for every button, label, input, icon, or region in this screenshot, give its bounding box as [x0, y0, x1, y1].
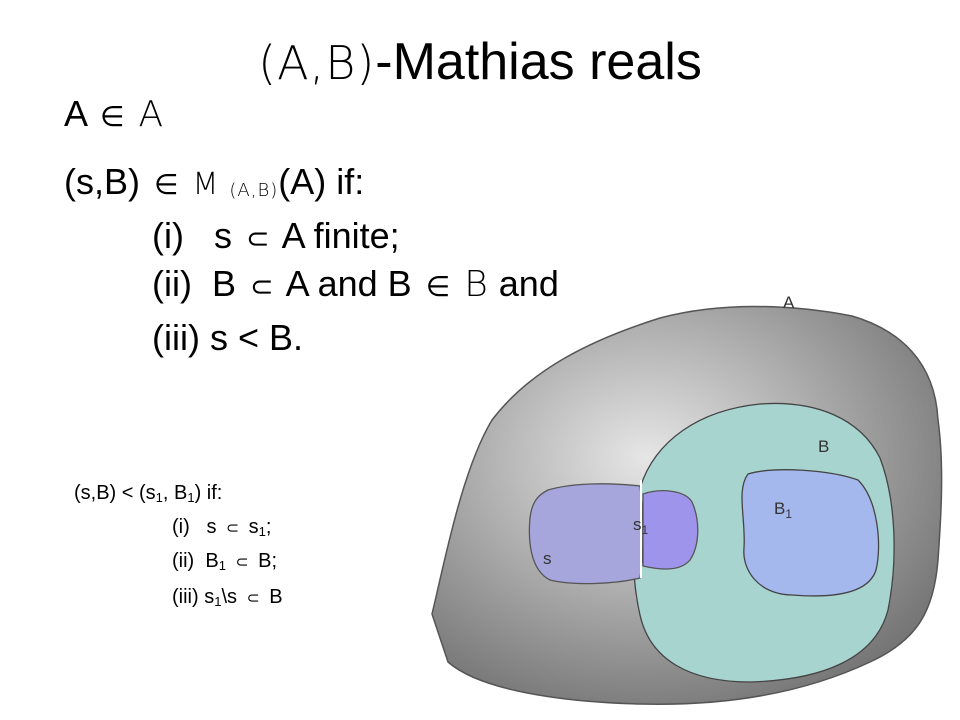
condition-mid: A and B [285, 263, 412, 304]
region-b1 [741, 469, 880, 597]
subscript: 1 [187, 490, 195, 505]
order-heading: (s,B) < (s1, B1) if: [74, 480, 222, 506]
region-s1 [642, 490, 699, 570]
order-condition-ii: (ii) B1 ⊂ B; [172, 548, 277, 575]
label-a: A [783, 293, 795, 312]
condition-number: (iii) [152, 317, 200, 358]
order-term: s [248, 516, 259, 538]
label-b: B [818, 437, 829, 456]
order-term: B [205, 550, 219, 572]
condition-number: (ii) [172, 550, 195, 572]
script-b: B [464, 264, 489, 305]
set-a: A [64, 93, 87, 134]
subset-symbol: ⊂ [250, 270, 274, 303]
order-head-part: ) if: [194, 482, 223, 504]
definition-line: (s,B) ∈ M (A,B)(A) if: [64, 160, 364, 213]
page-title: (A,B)-Mathias reals [0, 30, 960, 95]
subscript: 1 [258, 524, 266, 539]
order-term: ; [265, 516, 272, 538]
order-condition-i: (i) s ⊂ s1; [172, 514, 271, 541]
condition-left: B [212, 263, 237, 304]
condition-left: s [214, 215, 232, 256]
condition-number: (ii) [152, 263, 192, 304]
order-head-part: , B [162, 482, 188, 504]
element-of-symbol: ∈ [425, 270, 451, 303]
pair-sb: (s,B) [64, 161, 140, 202]
order-term: \s [221, 586, 238, 608]
subset-symbol: ⊂ [246, 222, 270, 255]
subscript: 1 [155, 490, 163, 505]
label-s1: s1 [633, 515, 649, 537]
label-b1: B1 [774, 499, 792, 521]
subscript: 1 [214, 594, 222, 609]
membership-line: A ∈ A [64, 92, 164, 139]
condition-right: A finite; [281, 215, 400, 256]
condition-i: (i) s ⊂ A finite; [152, 214, 400, 261]
condition-ii: (ii) B ⊂ A and B ∈ B and [152, 262, 559, 309]
order-term: B; [258, 550, 278, 572]
condition-text: s < B. [210, 317, 304, 358]
order-head-part: (s,B) < (s [74, 482, 156, 504]
title-script-ab: (A,B) [258, 36, 376, 90]
condition-iii: (iii) s < B. [152, 316, 303, 360]
order-term: s [206, 516, 217, 538]
condition-number: (i) [172, 516, 190, 538]
region-s [528, 483, 644, 585]
element-of-symbol: ∈ [154, 168, 179, 201]
condition-number: (iii) [172, 586, 199, 608]
script-m-subscript: (A,B) [229, 180, 279, 201]
definition-tail: (A) if: [278, 161, 365, 202]
order-term: B [269, 586, 283, 608]
script-a: A [138, 94, 165, 135]
order-term: s [204, 586, 215, 608]
subscript: 1 [218, 558, 226, 573]
subset-symbol: ⊂ [246, 589, 260, 607]
label-s: s [543, 549, 552, 568]
element-of-symbol: ∈ [100, 100, 125, 133]
condition-number: (i) [152, 215, 184, 256]
condition-tail: and [498, 263, 559, 304]
title-rest: -Mathias reals [375, 33, 702, 91]
order-condition-iii: (iii) s1\s ⊂ B [172, 584, 283, 611]
subset-symbol: ⊂ [235, 553, 249, 571]
script-m: M [192, 167, 220, 202]
subset-symbol: ⊂ [226, 519, 240, 537]
